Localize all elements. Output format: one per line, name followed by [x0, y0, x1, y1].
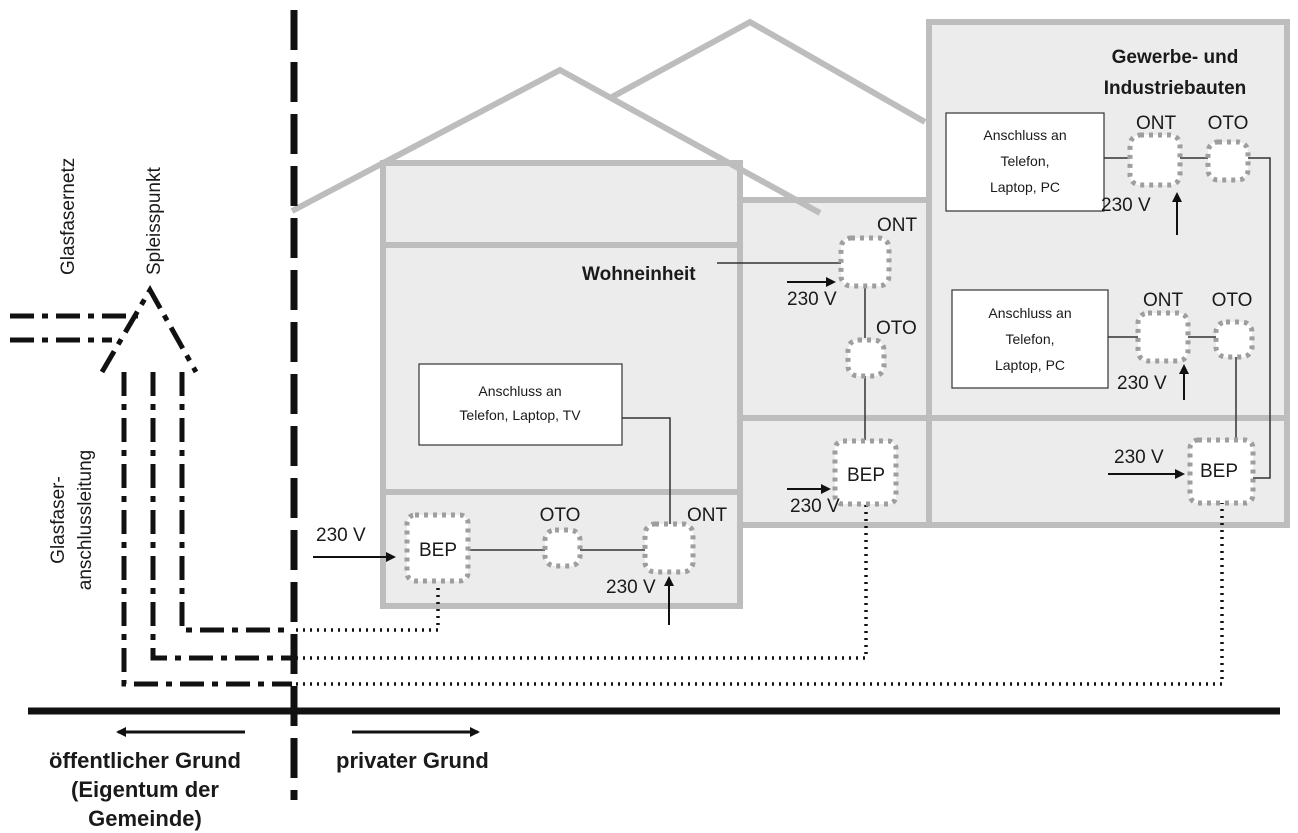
- glasfasernetz-label: Glasfasernetz: [58, 158, 79, 275]
- cable-to-house: [179, 372, 292, 633]
- lower-ont-power-label: 230 V: [1117, 373, 1167, 394]
- lower-office-device-box: [951, 289, 1109, 389]
- cable-to-middle-building: [150, 372, 292, 661]
- upper-box-line2: Telefon,: [1000, 153, 1049, 169]
- middle-wiring: [717, 262, 866, 440]
- wire-box-ont: [622, 417, 671, 524]
- splice-point-roof: [99, 284, 199, 374]
- private-cable-right: [296, 503, 1224, 686]
- upper-box-line1: Anschluss an: [983, 127, 1066, 143]
- public-ground-line2: (Eigentum der: [71, 777, 219, 802]
- spleisspunkt-label: Spleisspunkt: [144, 167, 165, 275]
- upper-box-line3: Laptop, PC: [990, 179, 1060, 195]
- house-bep-label: BEP: [419, 540, 457, 561]
- upper-ont-label: ONT: [1136, 113, 1177, 134]
- private-cable-house: [296, 586, 440, 632]
- private-ground-label: privater Grund: [336, 748, 489, 773]
- anschlussleitung-label-line2: anschlussleitung: [75, 450, 96, 590]
- upper-ont-power-label: 230 V: [1101, 195, 1151, 216]
- lower-oto-node: [1213, 319, 1255, 360]
- gewerbe-label-line1: Gewerbe- und: [1112, 47, 1239, 68]
- house-oto-node: [542, 527, 583, 569]
- gewerbe-label-line2: Industriebauten: [1104, 78, 1247, 99]
- house-device-box: [418, 363, 623, 446]
- middle-building-roof: [610, 18, 927, 125]
- house-wiring: [468, 417, 671, 551]
- middle-bep-power-label: 230 V: [790, 496, 840, 517]
- lower-ont-label: ONT: [1143, 290, 1184, 311]
- public-ground-line1: öffentlicher Grund: [49, 748, 241, 773]
- right-bep-label: BEP: [1200, 461, 1238, 482]
- house-ont-node: [642, 521, 696, 575]
- house-ont-power-label: 230 V: [606, 577, 656, 598]
- public-ground-line3: Gemeinde): [88, 806, 202, 831]
- lower-oto-label: OTO: [1212, 290, 1253, 311]
- house-box-line1: Anschluss an: [478, 383, 561, 399]
- anschlussleitung-label-line1: Glasfaser-: [48, 476, 69, 564]
- middle-oto-node: [845, 337, 887, 379]
- upper-oto-node: [1205, 139, 1251, 183]
- house-bep-node: [404, 512, 471, 584]
- cable-to-right-building: [121, 372, 292, 687]
- house-box-line2: Telefon, Laptop, TV: [459, 407, 581, 423]
- middle-bep-node: [832, 438, 899, 507]
- house-oto-label: OTO: [540, 505, 581, 526]
- house-bep-power-label: 230 V: [316, 525, 366, 546]
- right-wiring: [1104, 157, 1271, 479]
- middle-oto-label: OTO: [876, 318, 917, 339]
- middle-bep-label: BEP: [847, 465, 885, 486]
- upper-ont-node: [1127, 132, 1183, 188]
- upper-oto-label: OTO: [1208, 113, 1249, 134]
- right-bep-power-label: 230 V: [1114, 447, 1164, 468]
- middle-ont-label: ONT: [877, 215, 918, 236]
- lower-box-line1: Anschluss an: [988, 305, 1071, 321]
- house-ont-label: ONT: [687, 505, 728, 526]
- wohneinheit-label: Wohneinheit: [582, 264, 696, 285]
- private-cable-middle: [296, 500, 868, 660]
- lower-ont-node: [1135, 310, 1191, 364]
- connection-cables: [121, 372, 1224, 687]
- right-bep-node: [1187, 437, 1256, 506]
- wire-upper-oto-bep: [1248, 157, 1271, 479]
- upper-office-device-box: [945, 112, 1105, 212]
- middle-ont-node: [838, 235, 892, 289]
- lower-box-line2: Telefon,: [1005, 331, 1054, 347]
- left-house-roof: [290, 66, 822, 216]
- fiber-network-lines: [10, 313, 138, 343]
- middle-ont-power-label: 230 V: [787, 289, 837, 310]
- lower-box-line3: Laptop, PC: [995, 357, 1065, 373]
